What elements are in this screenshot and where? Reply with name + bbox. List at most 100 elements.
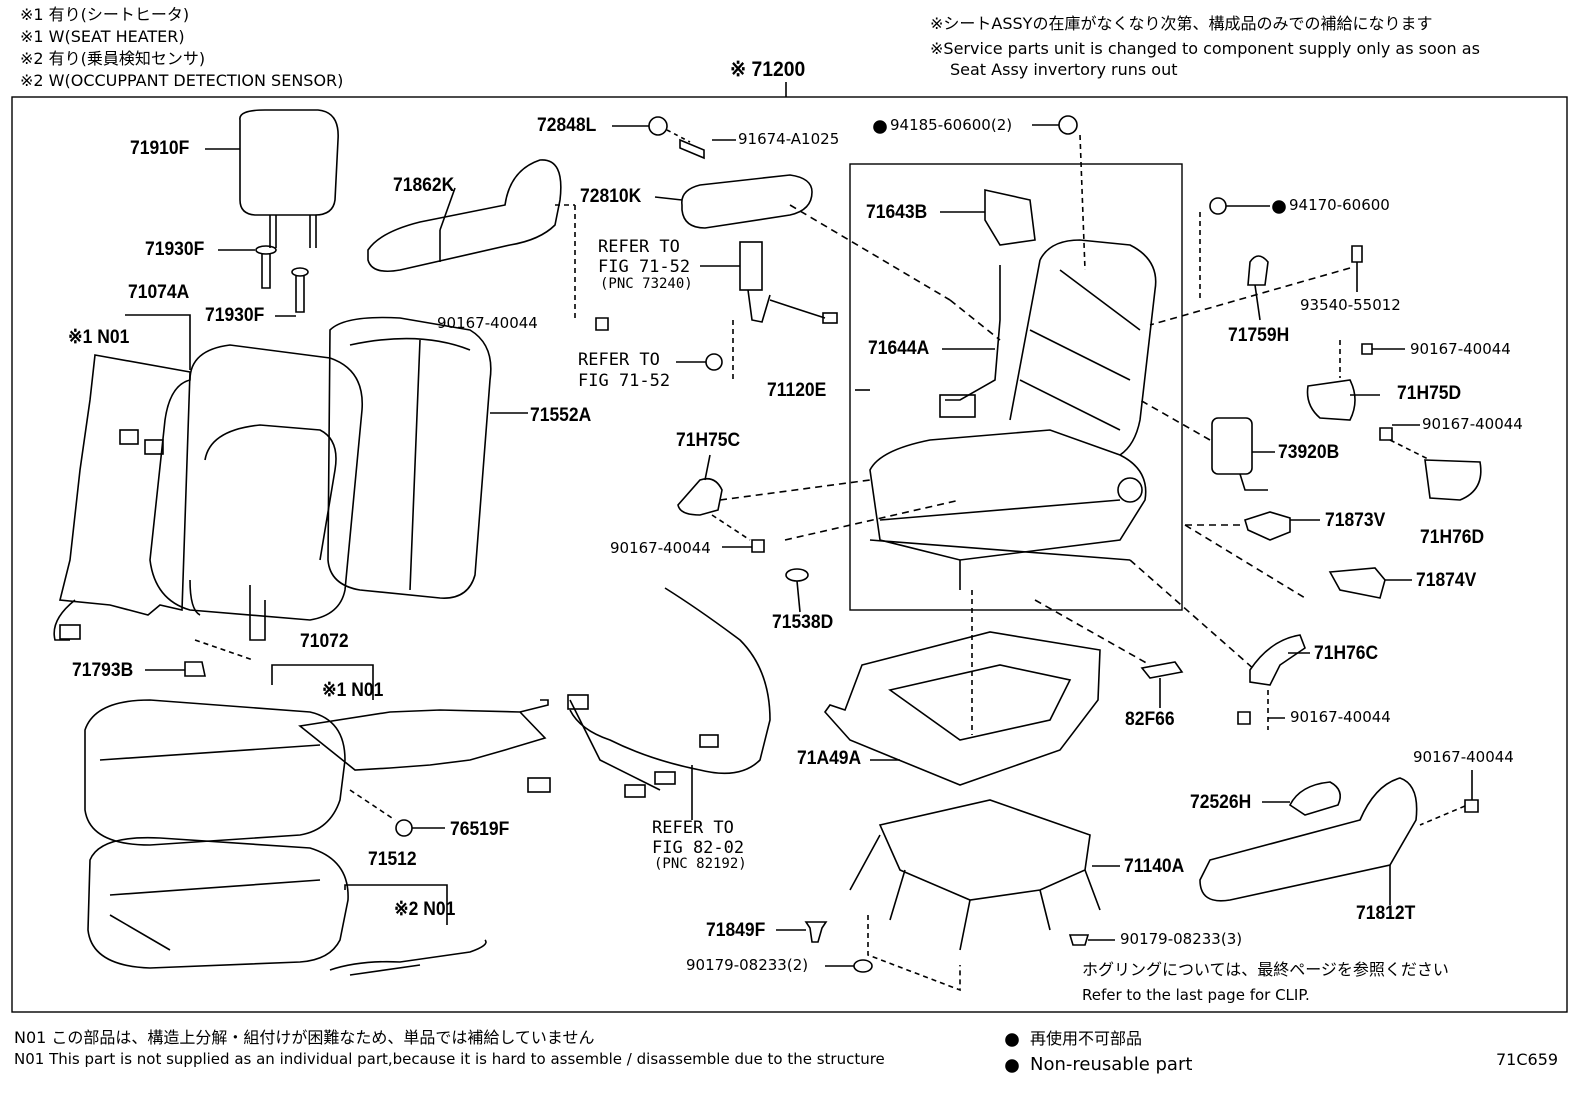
cushion-frame-71A49A <box>823 631 1101 786</box>
non-reusable-mark-94170 <box>1272 200 1286 214</box>
screw-90167-b <box>1361 343 1373 355</box>
headrest-guide-71930F <box>255 245 309 313</box>
label-71873V: 71873V <box>1325 510 1386 531</box>
screw-90167-f <box>1464 799 1479 813</box>
screw-90167-d <box>1379 427 1393 441</box>
label-n01-c: ※2 N01 <box>394 899 456 920</box>
label-94185: 94185-60600(2) <box>890 116 1013 134</box>
bracket-71H75D <box>1306 379 1356 421</box>
label-90167-e: 90167-40044 <box>1290 708 1391 726</box>
screw-90167-e <box>1237 711 1251 725</box>
cushion-cover <box>84 699 346 846</box>
clip-82F66 <box>1140 661 1184 679</box>
footer-n01-jp: N01 この部品は、構造上分解・組付けが困難なため、単品では補給していません <box>14 1028 595 1047</box>
nut-90179-b <box>853 959 873 973</box>
label-90167-a: 90167-40044 <box>437 314 538 332</box>
label-71849F: 71849F <box>706 920 766 941</box>
label-71H76C: 71H76C <box>1314 643 1379 664</box>
assembly-label: ※ 71200 <box>730 58 806 81</box>
label-n01-b: ※1 N01 <box>322 680 384 701</box>
label-71538D: 71538D <box>772 612 834 633</box>
screw-90167-c <box>751 539 765 553</box>
label-71552A: 71552A <box>530 405 592 426</box>
cap-71538D <box>785 568 809 582</box>
label-71862K: 71862K <box>393 175 455 196</box>
ref-82-02-line3: (PNC 82192) <box>654 856 747 872</box>
figure-id: 71C659 <box>1496 1050 1559 1069</box>
label-90167-d: 90167-40044 <box>610 539 711 557</box>
label-72810K: 72810K <box>580 186 642 207</box>
seatback-cover <box>149 344 363 641</box>
label-73920B: 73920B <box>1278 442 1340 463</box>
recliner-71643B <box>984 189 1036 246</box>
seatbelt-buckle <box>739 241 838 324</box>
label-71072: 71072 <box>300 631 349 652</box>
bracket-71759H <box>1247 255 1269 286</box>
footer-n01-en: N01 This part is not supplied as an indi… <box>14 1050 885 1068</box>
label-90167-b: 90167-40044 <box>1410 340 1511 358</box>
supply-note-en-1: ※Service parts unit is changed to compon… <box>930 39 1480 58</box>
label-71H75D: 71H75D <box>1397 383 1462 404</box>
bracket-71874V <box>1328 567 1386 599</box>
label-71074A: 71074A <box>128 282 190 303</box>
ref-71-52b-line2: FIG 71-52 <box>578 371 671 391</box>
footer-nonreuse-jp: 再使用不可部品 <box>1030 1029 1143 1048</box>
actuator-71644A <box>939 394 976 418</box>
supply-note-jp: ※シートASSYの在庫がなくなり次第、構成品のみでの補給になります <box>930 14 1433 33</box>
non-reusable-bullet-jp <box>1005 1033 1019 1047</box>
label-90167-c: 90167-40044 <box>1422 415 1523 433</box>
nut-94185 <box>1058 115 1078 135</box>
label-71644A: 71644A <box>868 338 930 359</box>
supply-note-en-2: Seat Assy invertory runs out <box>950 60 1178 79</box>
label-n01-a: ※1 N01 <box>68 327 130 348</box>
label-71793B: 71793B <box>72 660 134 681</box>
non-reusable-bullet-en <box>1005 1059 1019 1073</box>
ref-82-02-line2: FIG 82-02 <box>652 838 745 858</box>
note-occupant-jp: ※2 有り(乗員検知センサ) <box>20 49 206 68</box>
bracket-71H76C <box>1249 634 1306 686</box>
ref-82-02-line1: REFER TO <box>652 818 734 838</box>
knob-72526H <box>1288 781 1341 816</box>
ref-71-52-line3: (PNC 73240) <box>600 276 693 292</box>
clip-note-en: Refer to the last page for CLIP. <box>1082 986 1310 1004</box>
clip-ref-fig-71-52 <box>705 353 723 371</box>
nut-94170 <box>1209 197 1227 215</box>
occupant-sensor <box>329 939 487 971</box>
seat-frame-71120E <box>869 239 1157 590</box>
label-72848L: 72848L <box>537 115 597 136</box>
label-90179-b: 90179-08233(2) <box>686 956 809 974</box>
label-90167-f: 90167-40044 <box>1413 748 1514 766</box>
ref-71-52-line1: REFER TO <box>598 237 680 257</box>
frame-inset-box <box>849 163 1183 611</box>
label-93540: 93540-55012 <box>1300 296 1401 314</box>
cover-71862K <box>367 159 562 273</box>
pin-71849F <box>804 921 828 943</box>
wire-harness-ref-82-02 <box>527 587 771 798</box>
note-seat-heater-jp: ※1 有り(シートヒータ) <box>20 5 190 24</box>
label-90179-a: 90179-08233(3) <box>1120 930 1243 948</box>
label-71512: 71512 <box>368 849 417 870</box>
screw-91674 <box>679 138 705 160</box>
screw-90167-a <box>595 317 609 331</box>
label-71930F-a: 71930F <box>145 239 205 260</box>
seat-adjuster-71140A <box>849 799 1101 951</box>
clip-note-jp: ホグリングについては、最終ページを参照ください <box>1082 960 1449 979</box>
nut-90179-a <box>1068 934 1090 946</box>
seatback-heater-mat <box>53 354 191 641</box>
clip-76519F <box>395 819 413 837</box>
label-71930F-b: 71930F <box>205 305 265 326</box>
cushion-heater-mat <box>298 699 549 771</box>
label-71759H: 71759H <box>1228 325 1290 346</box>
non-reusable-mark-94185 <box>873 120 887 134</box>
seatback-pad-71552A <box>327 316 492 599</box>
module-73920B <box>1211 417 1253 475</box>
label-94170: 94170-60600 <box>1289 196 1390 214</box>
side-shield-71812T <box>1199 777 1418 902</box>
label-71140A: 71140A <box>1124 856 1185 877</box>
diagram-frame <box>11 96 1568 1013</box>
ref-71-52b-line1: REFER TO <box>578 350 660 370</box>
label-71A49A: 71A49A <box>797 748 862 769</box>
armrest-72810K <box>681 174 813 229</box>
label-71H76D: 71H76D <box>1420 527 1485 548</box>
